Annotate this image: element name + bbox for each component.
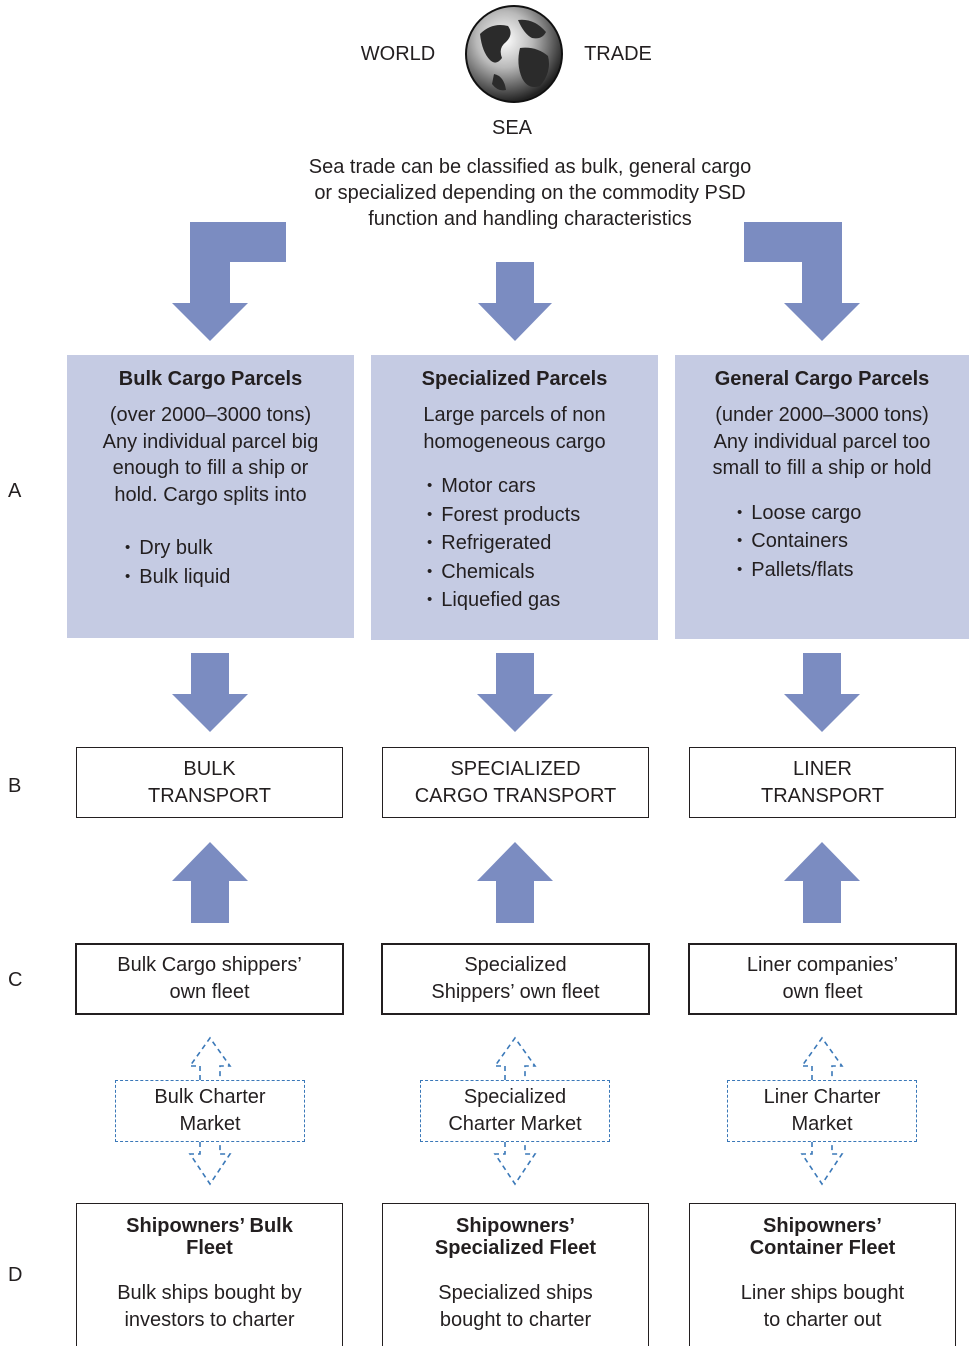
panel-bulk-cargo: Bulk Cargo Parcels (over 2000–3000 tons)… [67,355,354,638]
row-label-a: A [8,480,22,502]
fleet-line: Bulk Cargo shippers’ [117,954,302,976]
list-item: Containers [737,528,969,557]
fleet-line: Shippers’ own fleet [431,981,600,1003]
bent-arrow-left [172,222,286,341]
row-label-c: C [8,969,23,991]
owner-desc-line: to charter out [763,1309,882,1331]
row-label-b: B [8,775,22,797]
owner-box-specialized: Shipowners’ Specialized Fleet Specialize… [382,1203,649,1346]
market-line: Bulk Charter [154,1086,266,1108]
panel-line: (under 2000–3000 tons) [715,404,929,426]
transport-line: SPECIALIZED [450,757,581,780]
market-line: Liner Charter [763,1086,881,1108]
list-item: Dry bulk [125,535,354,564]
bent-arrow-right [744,222,860,341]
panel-line: Any individual parcel big [102,430,319,453]
fleet-box-bulk-shippers: Bulk Cargo shippers’ own fleet [75,943,344,1015]
bullet-list: Motor cars Forest products Refrigerated … [427,473,658,616]
panel-title: Bulk Cargo Parcels [118,368,303,390]
up-arrow-c-to-b-liner [784,842,860,923]
owner-title-line: Container Fleet [749,1237,896,1259]
list-item: Forest products [427,502,658,531]
list-item: Liquefied gas [427,587,658,616]
panel-line: (over 2000–3000 tons) [109,404,312,426]
trade-label: TRADE [584,43,652,65]
panel-title: Specialized Parcels [421,368,608,390]
globe-icon [465,5,563,103]
owner-box-bulk: Shipowners’ Bulk Fleet Bulk ships bought… [76,1203,343,1346]
market-line: Charter Market [448,1113,582,1135]
fleet-line: own fleet [169,981,250,1003]
dashed-double-arrow-bulk [188,1036,232,1186]
owner-title-line: Shipowners’ Bulk [126,1215,293,1237]
up-arrow-c-to-b-specialized [477,842,553,923]
list-item: Refrigerated [427,530,658,559]
fleet-line: Specialized [464,954,567,976]
owner-desc-line: investors to charter [124,1309,295,1331]
panel-line: hold. Cargo splits into [114,483,307,506]
transport-box-bulk: BULK TRANSPORT [76,747,343,818]
transport-line: TRANSPORT [761,784,884,807]
panel-line: homogeneous cargo [423,430,606,453]
bullet-list: Dry bulk Bulk liquid [125,535,354,592]
panel-line: enough to fill a ship or [112,457,309,479]
down-arrow-a-to-b-liner [784,653,860,732]
down-arrow-a-to-b-bulk [172,653,248,732]
list-item: Chemicals [427,559,658,588]
sea-label: SEA [491,117,533,139]
caption-line: or specialized depending on the commodit… [314,182,746,204]
list-item: Pallets/flats [737,557,969,586]
owner-desc-line: Liner ships bought [740,1282,905,1304]
fleet-line: own fleet [782,981,863,1003]
market-line: Market [179,1113,241,1135]
caption-line: Sea trade can be classified as bulk, gen… [308,156,752,178]
charter-market-specialized: Specialized Charter Market [420,1080,610,1142]
owner-title-line: Fleet [186,1237,233,1259]
caption: Sea trade can be classified as bulk, gen… [260,154,800,232]
world-label: WORLD [360,43,436,65]
panel-specialized: Specialized Parcels Large parcels of non… [371,355,658,640]
owner-desc-line: Bulk ships bought by [117,1282,302,1304]
panel-line: small to fill a ship or hold [712,457,932,479]
up-arrow-c-to-b-bulk [172,842,248,923]
market-line: Market [791,1113,853,1135]
bullet-list: Loose cargo Containers Pallets/flats [737,500,969,586]
charter-market-liner: Liner Charter Market [727,1080,917,1142]
owner-title-line: Specialized Fleet [434,1237,597,1259]
fleet-line: Liner companies’ [746,954,899,976]
transport-line: CARGO TRANSPORT [414,784,617,807]
panel-line: Large parcels of non [423,404,606,426]
fleet-box-liner-companies: Liner companies’ own fleet [688,943,957,1015]
down-arrow-top-middle [478,262,552,341]
owner-desc-line: bought to charter [439,1309,592,1331]
owner-desc-line: Specialized ships [438,1282,593,1304]
dashed-double-arrow-liner [800,1036,844,1186]
down-arrow-a-to-b-specialized [477,653,553,732]
list-item: Bulk liquid [125,564,354,593]
caption-line: function and handling characteristics [368,208,692,230]
row-label-d: D [8,1264,23,1286]
dashed-double-arrow-specialized [493,1036,537,1186]
transport-line: LINER [793,757,852,780]
charter-market-bulk: Bulk Charter Market [115,1080,305,1142]
owner-box-container: Shipowners’ Container Fleet Liner ships … [689,1203,956,1346]
transport-box-liner: LINER TRANSPORT [689,747,956,818]
panel-title: General Cargo Parcels [714,368,930,390]
list-item: Loose cargo [737,500,969,529]
owner-title-line: Shipowners’ [763,1215,882,1237]
owner-title-line: Shipowners’ [456,1215,575,1237]
panel-general-cargo: General Cargo Parcels (under 2000–3000 t… [675,355,969,639]
list-item: Motor cars [427,473,658,502]
panel-line: Any individual parcel too [713,430,931,453]
fleet-box-specialized-shippers: Specialized Shippers’ own fleet [381,943,650,1015]
market-line: Specialized [463,1086,567,1108]
transport-box-specialized: SPECIALIZED CARGO TRANSPORT [382,747,649,818]
transport-line: BULK [183,757,236,780]
transport-line: TRANSPORT [148,784,271,807]
